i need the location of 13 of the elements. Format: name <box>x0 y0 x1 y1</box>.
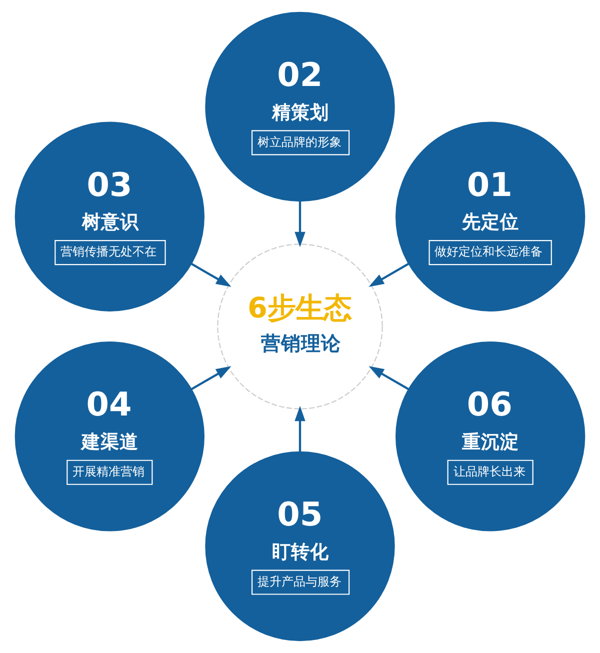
node-circle: 6步生态 营销理论 <box>217 244 383 410</box>
arrow <box>190 262 232 287</box>
node-circle: 04 建渠道 开展精准营销 <box>14 342 204 532</box>
node-circle: 01 先定位 做好定位和长远准备 <box>396 122 586 312</box>
node-circle: 03 树意识 营销传播无处不在 <box>14 122 204 312</box>
node-circle: 06 重沉淀 让品牌长出来 <box>396 342 586 532</box>
arrow <box>294 406 306 452</box>
node-circle: 02 精策划 树立品牌的形象 <box>205 12 395 202</box>
arrow <box>190 366 232 390</box>
arrow <box>368 262 410 287</box>
node-circle: 05 盯转化 提升产品与服务 <box>205 451 395 642</box>
arrow <box>368 366 410 390</box>
arrow <box>294 201 306 248</box>
